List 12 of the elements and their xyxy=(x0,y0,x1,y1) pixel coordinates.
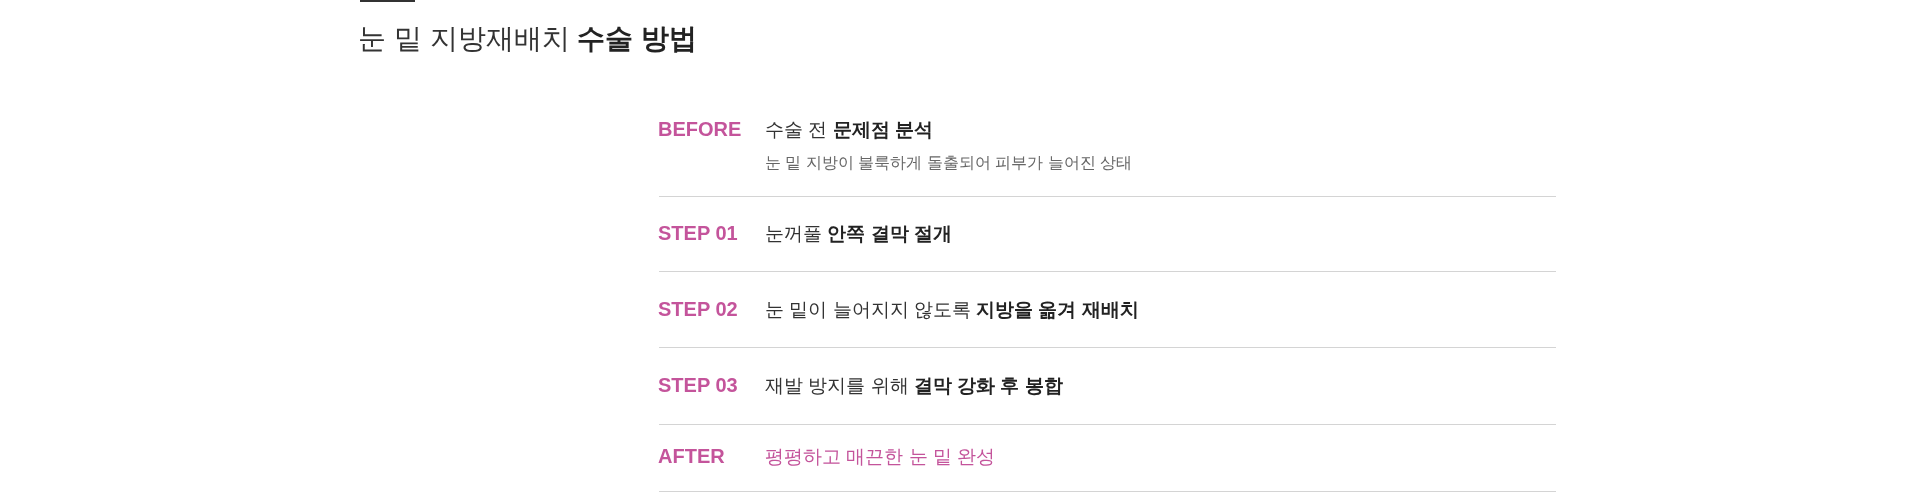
step-label: STEP 02 xyxy=(658,297,738,322)
step-label: BEFORE xyxy=(658,117,742,142)
step-label: AFTER xyxy=(658,444,725,469)
step-description: 수술 전 문제점 분석 xyxy=(765,117,933,142)
step-description: 재발 방지를 위해 결막 강화 후 봉합 xyxy=(765,373,1063,398)
step-description: 눈꺼풀 안쪽 결막 절개 xyxy=(765,221,952,246)
step-description: 눈 밑이 늘어지지 않도록 지방을 옮겨 재배치 xyxy=(765,297,1139,322)
page-title: 눈 밑 지방재배치 수술 방법 xyxy=(358,22,698,56)
step-note: 눈 밑 지방이 불룩하게 돌출되어 피부가 늘어진 상태 xyxy=(765,152,1133,173)
result-text: 평평하고 매끈한 눈 밑 완성 xyxy=(765,444,996,469)
step-label: STEP 01 xyxy=(658,221,738,246)
step-label: STEP 03 xyxy=(658,373,738,398)
